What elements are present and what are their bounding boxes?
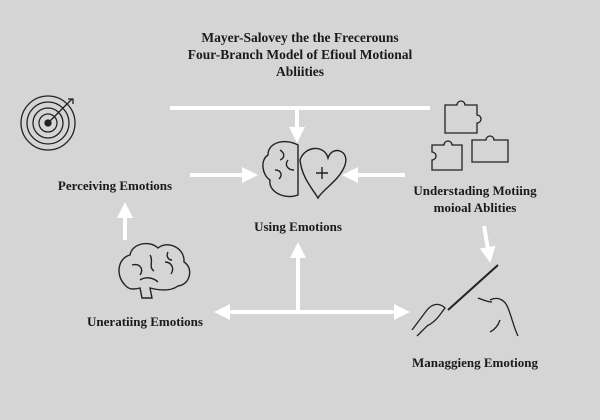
title-line: Four-Branch Model of Efioul Motional — [187, 47, 413, 62]
arrow-understanding-to-managing — [479, 225, 496, 263]
node-using-emotions: Using Emotions — [254, 219, 342, 234]
conductor-hands-icon — [411, 264, 519, 337]
node-perceiving-emotions: Perceiving Emotions — [57, 178, 173, 193]
label-line: moioal Ablities — [433, 200, 517, 215]
title-line: Mayer-Salovey the the Frecerouns — [201, 30, 399, 45]
node-generating-emotions: Uneratiing Emotions — [87, 314, 203, 329]
brain-icon — [118, 242, 191, 299]
brain-heart-icon — [262, 140, 347, 200]
puzzle-pieces-icon — [431, 100, 509, 171]
label-line: Understading Motiing — [413, 183, 537, 198]
diagram-title: Mayer-Salovey the the Frecerouns Four-Br… — [100, 29, 500, 80]
node-managing-emotions: Managgieng Emotiong — [411, 355, 539, 370]
node-understanding-emotions: Understading Motiing moioal Ablities — [395, 182, 555, 216]
target-icon — [20, 95, 76, 151]
title-line: Abliities — [275, 64, 324, 79]
